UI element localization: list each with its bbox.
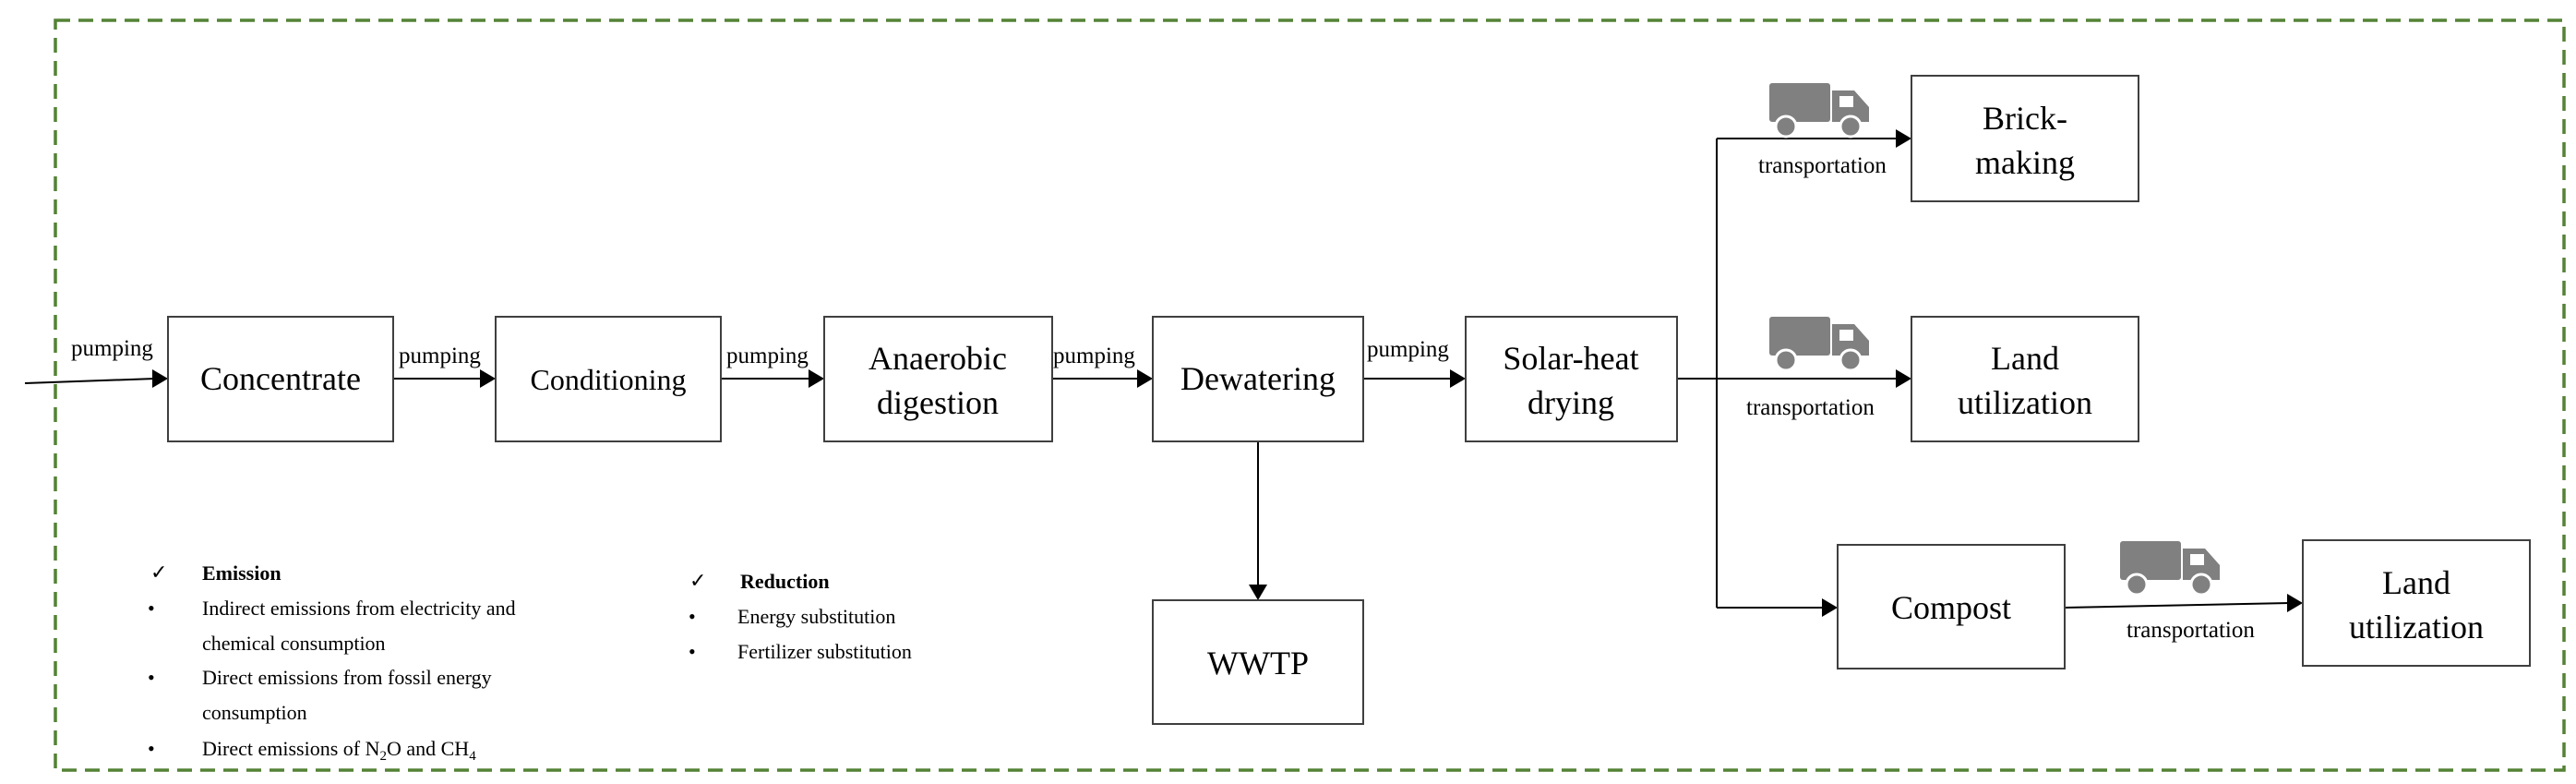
bullet-icon: • (689, 640, 696, 663)
label-pumping-1: pumping (71, 336, 153, 361)
reduction-title: Reduction (740, 570, 830, 593)
bullet-icon: • (148, 666, 155, 689)
bullet-icon: • (148, 597, 155, 620)
truck-icon (2120, 541, 2220, 597)
svg-text:Land: Land (1991, 340, 2059, 377)
svg-text:Conditioning: Conditioning (531, 363, 687, 396)
bullet-icon: • (148, 737, 155, 760)
node-land-utilization-1: Land utilization (1911, 316, 2139, 442)
svg-text:Compost: Compost (1891, 589, 2011, 626)
reduction-notes: ✓ Reduction • Energy substitution • Fert… (689, 569, 912, 663)
truck-icon (1769, 317, 1869, 372)
reduction-item-2: Fertilizer substitution (737, 640, 912, 663)
bullet-icon: • (689, 605, 696, 628)
emission-item-1-line-1: Indirect emissions from electricity and (202, 597, 516, 620)
label-pumping-4: pumping (1053, 344, 1135, 368)
svg-text:Land: Land (2382, 564, 2450, 601)
label-transportation-3: transportation (2127, 618, 2255, 643)
emission-notes: ✓ Emission • Indirect emissions from ele… (148, 561, 516, 764)
svg-text:Anaerobic: Anaerobic (869, 340, 1007, 377)
node-compost: Compost (1837, 544, 2066, 669)
svg-text:Concentrate: Concentrate (200, 360, 361, 397)
emission-item-2-line-1: Direct emissions from fossil energy (202, 666, 492, 689)
check-icon: ✓ (150, 561, 167, 584)
connectors (24, 129, 2303, 617)
label-pumping-3: pumping (726, 344, 809, 368)
node-dewatering: Dewatering (1152, 316, 1364, 442)
label-pumping-5: pumping (1367, 337, 1449, 362)
node-solar-heat-drying: Solar-heat drying (1465, 316, 1678, 442)
svg-text:WWTP: WWTP (1207, 645, 1309, 681)
svg-text:utilization: utilization (1958, 384, 2092, 421)
svg-text:Dewatering: Dewatering (1180, 360, 1336, 397)
emission-item-3: Direct emissions of N2O and CH4 (202, 737, 476, 764)
label-transportation-1: transportation (1758, 153, 1887, 178)
svg-text:Brick-: Brick- (1983, 100, 2067, 137)
node-concentrate: Concentrate (167, 316, 394, 442)
arrow-compost-land-utilization-2 (2064, 602, 2291, 609)
system-boundary (54, 18, 2566, 772)
label-pumping-2: pumping (399, 344, 481, 368)
label-transportation-2: transportation (1746, 395, 1875, 420)
node-anaerobic-digestion: Anaerobic digestion (823, 316, 1053, 442)
emission-item-1-line-2: chemical consumption (202, 632, 386, 655)
reduction-item-1: Energy substitution (737, 605, 895, 628)
svg-text:utilization: utilization (2349, 609, 2484, 645)
svg-text:digestion: digestion (877, 384, 999, 421)
emission-title: Emission (202, 561, 282, 585)
node-brick-making: Brick- making (1911, 75, 2139, 202)
node-land-utilization-2: Land utilization (2302, 539, 2531, 667)
svg-text:drying: drying (1528, 384, 1614, 421)
node-wwtp: WWTP (1152, 599, 1364, 725)
svg-text:Solar-heat: Solar-heat (1503, 340, 1638, 377)
svg-text:making: making (1975, 144, 2075, 181)
node-conditioning: Conditioning (495, 316, 722, 442)
inflow-arrow (24, 378, 156, 384)
truck-icon (1769, 83, 1869, 139)
check-icon: ✓ (689, 569, 706, 592)
emission-item-2-line-2: consumption (202, 701, 307, 724)
